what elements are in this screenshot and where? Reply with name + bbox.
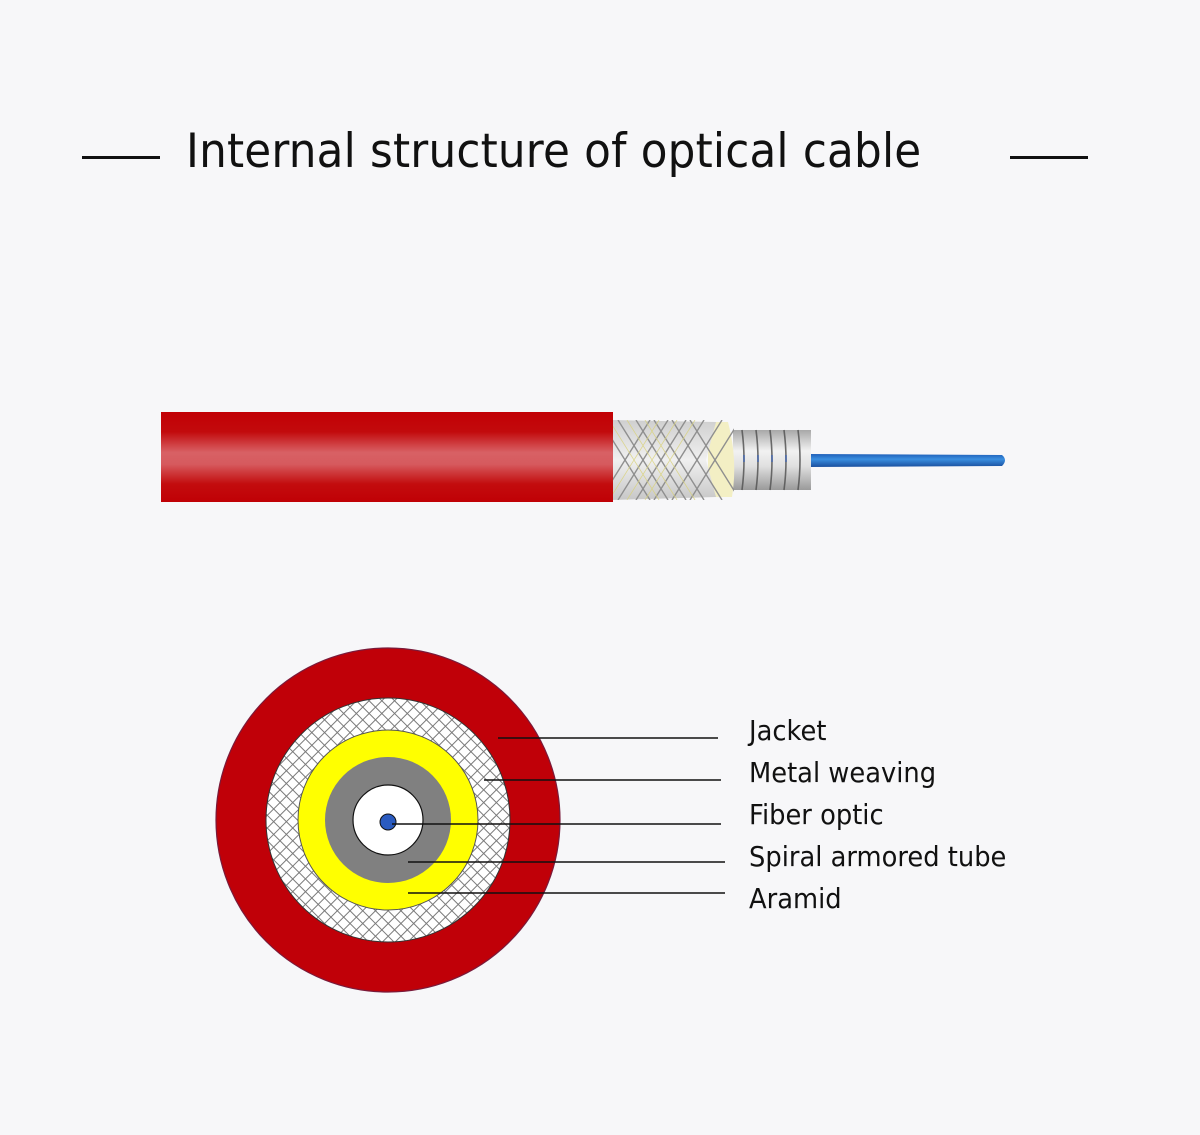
label-metal-weaving: Metal weaving: [749, 756, 937, 789]
label-fiber-optic: Fiber optic: [749, 798, 884, 831]
side-fiber-optic: [808, 454, 1005, 467]
label-jacket: Jacket: [749, 714, 827, 747]
title-decoration-line-right: [1010, 156, 1088, 159]
label-aramid: Aramid: [749, 882, 842, 915]
side-jacket: [161, 412, 613, 502]
title-decoration-line-left: [82, 156, 160, 159]
side-view-cable: [161, 412, 1005, 502]
leader-lines: [392, 737, 725, 894]
page-title: Internal structure of optical cable: [186, 124, 922, 179]
side-spiral-armored-tube: [733, 429, 811, 491]
title-block: Internal structure of optical cable: [0, 118, 1200, 198]
cross-section: [215, 647, 561, 993]
label-spiral-armored-tube: Spiral armored tube: [749, 840, 1007, 873]
cross-fiber-core: [379, 813, 397, 831]
side-metal-weaving: [612, 420, 734, 500]
